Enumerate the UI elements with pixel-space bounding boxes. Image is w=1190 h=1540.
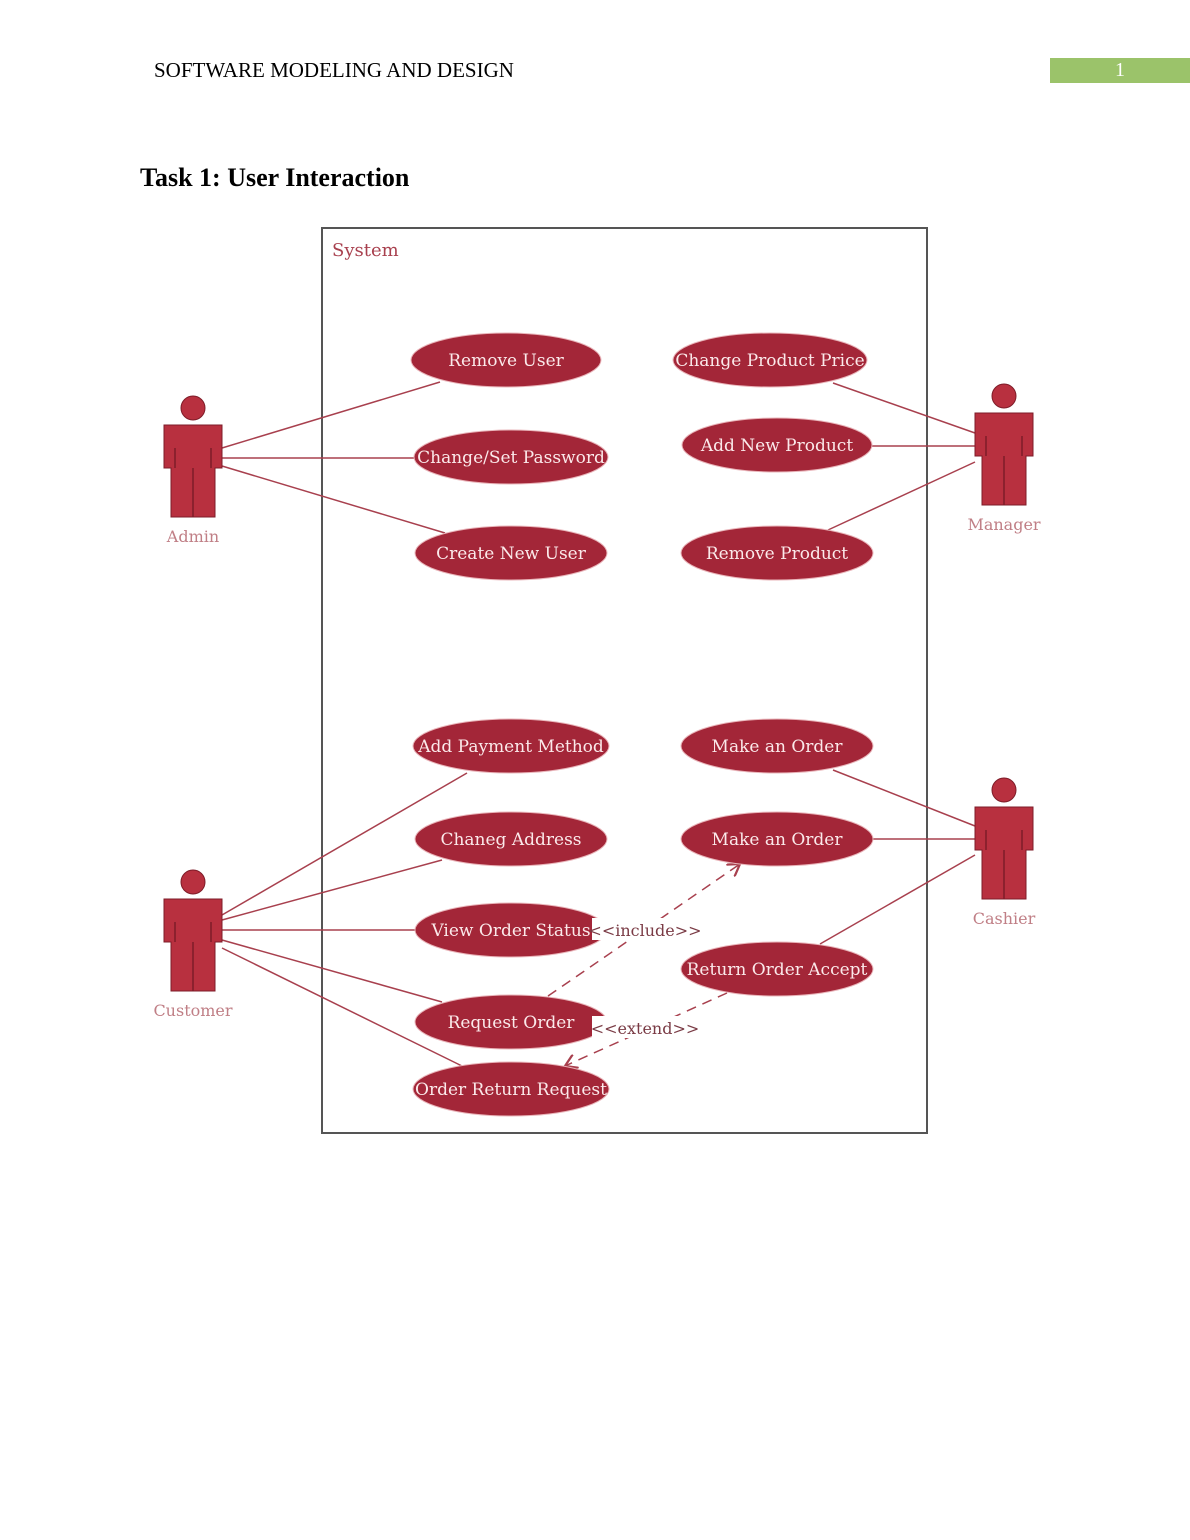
use-case-add-new-product[interactable]: Add New Product xyxy=(681,417,873,473)
use-case-order-return-request[interactable]: Order Return Request xyxy=(412,1061,610,1117)
use-case-chaneg-address[interactable]: Chaneg Address xyxy=(414,811,608,867)
use-case-remove-user[interactable]: Remove User xyxy=(410,332,602,388)
actor-icon xyxy=(163,869,223,992)
assoc-customer-return-request xyxy=(221,947,463,1067)
svg-text:Change/Set Password: Change/Set Password xyxy=(417,448,605,468)
svg-text:Manager: Manager xyxy=(967,515,1040,534)
assoc-manager-change-price xyxy=(832,382,976,434)
include-label: <<include>> xyxy=(588,921,701,940)
svg-text:Remove Product: Remove Product xyxy=(706,544,848,564)
actor-icon xyxy=(974,777,1034,900)
svg-text:Create New User: Create New User xyxy=(436,544,587,564)
svg-text:Chaneg Address: Chaneg Address xyxy=(440,830,581,850)
assoc-admin-create-user xyxy=(221,465,446,534)
extend-label: <<extend>> xyxy=(591,1019,700,1038)
svg-text:Make an Order: Make an Order xyxy=(712,737,844,757)
svg-text:Make an Order: Make an Order xyxy=(712,830,844,850)
assoc-cashier-return-accept xyxy=(819,854,976,945)
svg-text:Order Return Request: Order Return Request xyxy=(415,1080,607,1100)
assoc-customer-payment xyxy=(221,772,468,916)
svg-text:Add New Product: Add New Product xyxy=(700,436,853,456)
use-case-make-an-order-1[interactable]: Make an Order xyxy=(680,718,874,774)
assoc-manager-remove-product xyxy=(827,461,976,531)
use-case-remove-product[interactable]: Remove Product xyxy=(680,525,874,581)
actor-icon xyxy=(163,395,223,518)
actor-admin[interactable]: Admin xyxy=(163,395,223,546)
svg-text:Admin: Admin xyxy=(166,527,219,546)
use-case-change-product-price[interactable]: Change Product Price xyxy=(672,332,868,388)
svg-text:Remove User: Remove User xyxy=(448,351,564,371)
use-case-request-order[interactable]: Request Order xyxy=(414,994,608,1050)
section-title: Task 1: User Interaction xyxy=(140,163,410,192)
svg-text:Add Payment Method: Add Payment Method xyxy=(417,737,604,757)
actor-manager[interactable]: Manager xyxy=(967,383,1041,534)
include-arrow xyxy=(547,864,740,997)
running-header: SOFTWARE MODELING AND DESIGN xyxy=(154,58,514,82)
svg-text:Cashier: Cashier xyxy=(973,909,1036,928)
assoc-cashier-make-order-1 xyxy=(832,769,976,827)
page-number: 1 xyxy=(1050,58,1190,83)
use-case-add-payment-method[interactable]: Add Payment Method xyxy=(412,718,610,774)
svg-text:Customer: Customer xyxy=(153,1001,232,1020)
assoc-admin-remove-user xyxy=(221,381,441,449)
assoc-customer-request-order xyxy=(221,939,443,1003)
use-case-create-new-user[interactable]: Create New User xyxy=(414,525,608,581)
use-case-view-order-status[interactable]: View Order Status xyxy=(414,902,608,958)
svg-text:Return Order Accept: Return Order Accept xyxy=(687,960,868,980)
svg-text:Request Order: Request Order xyxy=(448,1013,576,1033)
actor-cashier[interactable]: Cashier xyxy=(973,777,1036,928)
system-label: System xyxy=(332,240,399,261)
actor-icon xyxy=(974,383,1034,506)
svg-text:Change Product Price: Change Product Price xyxy=(675,351,864,371)
use-case-make-an-order-2[interactable]: Make an Order xyxy=(680,811,874,867)
use-case-return-order-accept[interactable]: Return Order Accept xyxy=(680,941,874,997)
actor-customer[interactable]: Customer xyxy=(153,869,233,1020)
use-case-change-set-password[interactable]: Change/Set Password xyxy=(413,429,609,485)
associations xyxy=(221,381,976,1067)
assoc-customer-address xyxy=(221,859,443,921)
svg-text:View Order Status: View Order Status xyxy=(430,921,590,941)
